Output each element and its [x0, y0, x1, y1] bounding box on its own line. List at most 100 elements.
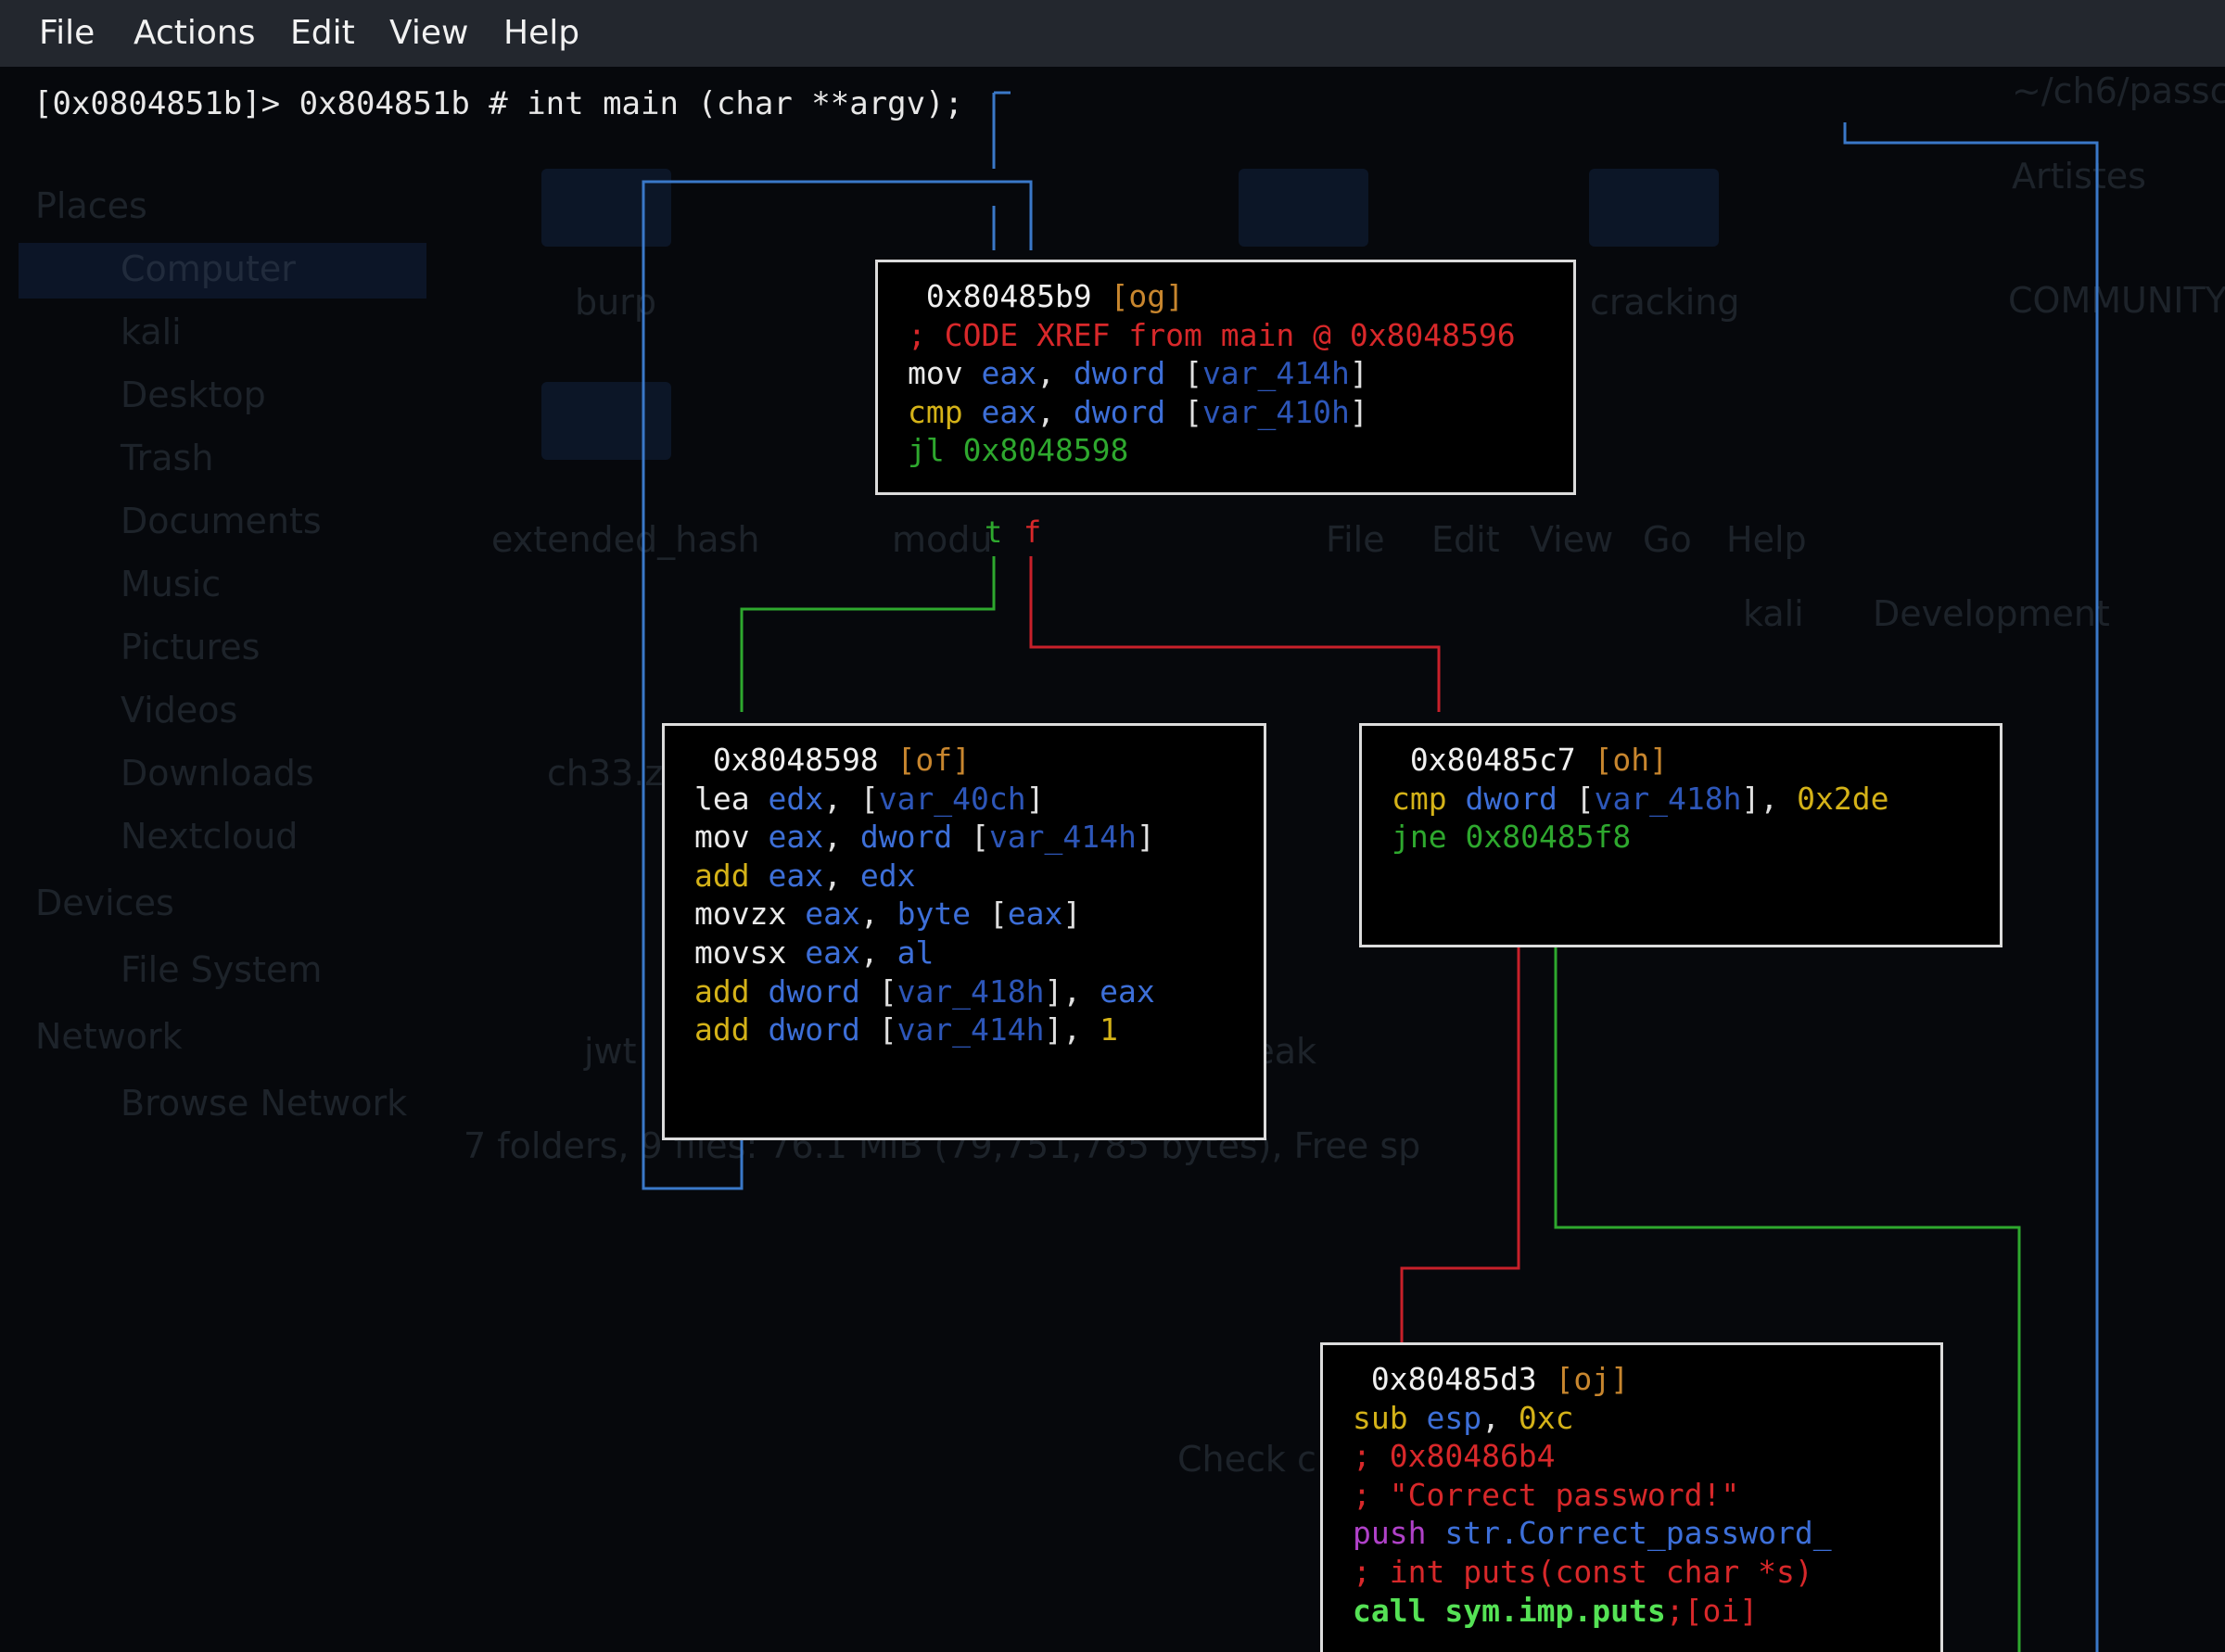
- asm-line[interactable]: lea edx, [var_40ch]: [694, 780, 1264, 819]
- asm-token: movsx: [694, 934, 806, 971]
- asm-token: , [: [823, 780, 879, 817]
- asm-line[interactable]: ; CODE XREF from main @ 0x8048596: [908, 316, 1573, 355]
- asm-line[interactable]: movsx eax, al: [694, 934, 1264, 972]
- basic-block-oh[interactable]: 0x80485c7 [oh]cmp dword [var_418h], 0x2d…: [1359, 723, 2002, 947]
- asm-token: var_418h: [1594, 780, 1742, 817]
- menu-file[interactable]: File: [39, 14, 95, 52]
- menu-help[interactable]: Help: [503, 14, 580, 52]
- basic-block-oj[interactable]: 0x80485d3 [oj]sub esp, 0xc; 0x80486b4; "…: [1320, 1342, 1943, 1652]
- asm-token: cmp: [908, 393, 982, 430]
- asm-line[interactable]: call sym.imp.puts;[oi]: [1353, 1592, 1940, 1631]
- block-header: 0x80485c7 [oh]: [1392, 741, 2000, 780]
- basic-block-og[interactable]: 0x80485b9 [og]; CODE XREF from main @ 0x…: [875, 260, 1576, 495]
- asm-token: edx: [768, 780, 824, 817]
- asm-token: ]: [1025, 780, 1045, 817]
- menu-edit[interactable]: Edit: [290, 14, 355, 52]
- asm-token: dword: [859, 819, 972, 856]
- asm-token: [: [1184, 393, 1202, 430]
- asm-token: dword: [768, 1011, 879, 1048]
- asm-token: var_414h: [896, 1011, 1045, 1048]
- asm-line[interactable]: jl 0x8048598: [908, 431, 1573, 470]
- asm-token: ],: [1741, 780, 1798, 817]
- r2-prompt[interactable]: [0x0804851b]> 0x804851b # int main (char…: [33, 85, 964, 122]
- edge-false-oj: [1400, 929, 1520, 1342]
- asm-token: call sym.imp.puts: [1353, 1592, 1666, 1629]
- edge-false: [1029, 556, 1441, 712]
- asm-line[interactable]: push str.Correct_password_: [1353, 1514, 1940, 1553]
- asm-line[interactable]: mov eax, dword [var_414h]: [694, 818, 1264, 857]
- asm-token: mov: [694, 819, 769, 856]
- asm-token: dword: [1073, 393, 1185, 430]
- asm-token: ,: [1481, 1399, 1519, 1436]
- asm-line[interactable]: jne 0x80485f8: [1392, 818, 2000, 857]
- asm-line[interactable]: movzx eax, byte [eax]: [694, 895, 1264, 934]
- asm-token: ]: [1136, 819, 1155, 856]
- asm-token: push: [1353, 1515, 1445, 1552]
- asm-token: byte: [896, 896, 989, 933]
- asm-token: var_40ch: [878, 780, 1026, 817]
- asm-line[interactable]: ; int puts(const char *s): [1353, 1553, 1940, 1592]
- asm-token: str.Correct_password_: [1444, 1515, 1832, 1552]
- asm-token: [: [971, 819, 989, 856]
- asm-token: dword: [1465, 780, 1576, 817]
- asm-token: 0x2de: [1797, 780, 1889, 817]
- asm-line[interactable]: mov eax, dword [var_414h]: [908, 354, 1573, 393]
- menu-view[interactable]: View: [389, 14, 469, 52]
- asm-token: ],: [1044, 1011, 1100, 1048]
- asm-token: esp: [1426, 1399, 1482, 1436]
- asm-token: [: [988, 896, 1008, 933]
- asm-token: ; "Correct password!": [1353, 1476, 1740, 1513]
- basic-block-of[interactable]: 0x8048598 [of]lea edx, [var_40ch]mov eax…: [662, 723, 1266, 1140]
- asm-token: eax: [768, 857, 824, 894]
- asm-token: mov: [908, 355, 982, 392]
- asm-token: dword: [1073, 355, 1185, 392]
- asm-line[interactable]: add eax, edx: [694, 857, 1264, 896]
- asm-token: eax: [1100, 972, 1155, 1010]
- asm-token: ]: [1349, 355, 1368, 392]
- block-label: [oh]: [1594, 742, 1669, 778]
- block-label: [og]: [1110, 278, 1185, 314]
- asm-token: 0xc: [1518, 1399, 1574, 1436]
- asm-token: ,: [859, 934, 897, 971]
- asm-token: add: [694, 857, 769, 894]
- menu-bar: File Actions Edit View Help: [0, 0, 2225, 69]
- asm-token: ,: [823, 857, 860, 894]
- asm-token: ,: [859, 896, 897, 933]
- branch-true-label: t: [985, 515, 1003, 550]
- asm-token: var_414h: [988, 819, 1137, 856]
- asm-token: [: [1184, 355, 1202, 392]
- asm-line[interactable]: cmp eax, dword [var_410h]: [908, 393, 1573, 432]
- asm-line[interactable]: ; 0x80486b4: [1353, 1437, 1940, 1476]
- asm-token: ;[oi]: [1665, 1592, 1759, 1629]
- asm-token: [: [878, 1011, 897, 1048]
- asm-line[interactable]: add dword [var_414h], 1: [694, 1010, 1264, 1049]
- asm-line[interactable]: add dword [var_418h], eax: [694, 972, 1264, 1011]
- asm-line[interactable]: ; "Correct password!": [1353, 1476, 1940, 1515]
- block-address: 0x8048598: [694, 742, 897, 778]
- asm-token: add: [694, 972, 769, 1010]
- block-address: 0x80485b9: [908, 278, 1111, 314]
- asm-token: jl 0x8048598: [908, 432, 1129, 469]
- terminal-window[interactable]: Places Computer kali Desktop Trash Docum…: [0, 67, 2225, 1652]
- asm-token: eax: [981, 355, 1037, 392]
- asm-line[interactable]: sub esp, 0xc: [1353, 1399, 1940, 1438]
- block-label: [oj]: [1555, 1361, 1630, 1397]
- asm-token: ; int puts(const char *s): [1353, 1553, 1813, 1590]
- asm-token: [: [1575, 780, 1595, 817]
- asm-token: ; CODE XREF from main @ 0x8048596: [908, 316, 1516, 353]
- asm-token: ; 0x80486b4: [1353, 1438, 1556, 1475]
- block-address: 0x80485d3: [1353, 1361, 1556, 1397]
- asm-token: edx: [859, 857, 916, 894]
- menu-actions[interactable]: Actions: [134, 14, 256, 52]
- asm-token: eax: [805, 896, 860, 933]
- asm-token: cmp: [1392, 780, 1466, 817]
- asm-token: ,: [823, 819, 860, 856]
- edge-loop: [642, 180, 1033, 1190]
- asm-token: eax: [805, 934, 860, 971]
- asm-line[interactable]: cmp dword [var_418h], 0x2de: [1392, 780, 2000, 819]
- asm-token: eax: [768, 819, 824, 856]
- asm-token: lea: [694, 780, 769, 817]
- block-header: 0x80485b9 [og]: [908, 277, 1573, 316]
- asm-token: eax: [981, 393, 1037, 430]
- asm-token: eax: [1007, 896, 1063, 933]
